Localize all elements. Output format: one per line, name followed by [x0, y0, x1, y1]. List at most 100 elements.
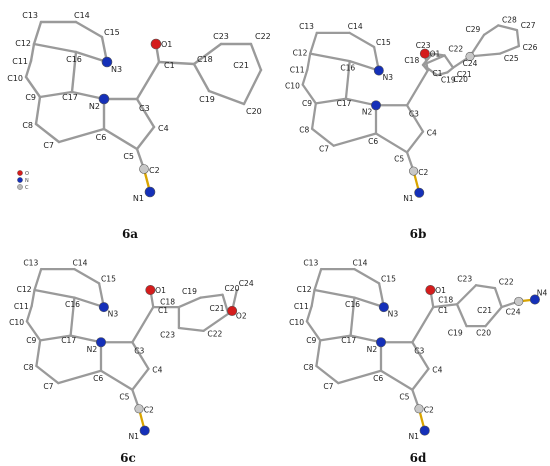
atom-o1: [425, 284, 436, 296]
bond: [34, 95, 42, 126]
atom-label-c10: C10: [7, 74, 23, 83]
atom-label-c19: C19: [182, 287, 197, 296]
bond: [379, 369, 414, 391]
atom-label-c24: C24: [463, 59, 478, 68]
atom-label-c12: C12: [293, 48, 308, 57]
bond: [57, 127, 106, 144]
atom-label-c4: C4: [427, 128, 437, 137]
bond: [468, 52, 502, 58]
bond: [73, 296, 105, 309]
atom-label-c18: C18: [404, 56, 419, 65]
atom-label-c23: C23: [160, 331, 175, 340]
atom-label-c3: C3: [134, 347, 144, 356]
atom-label-n2: N2: [89, 102, 100, 111]
atom-n2: [98, 93, 110, 105]
atom-label-c21: C21: [210, 304, 225, 313]
bond: [315, 364, 340, 385]
atom-label-c1: C1: [432, 69, 442, 78]
bond: [310, 288, 316, 308]
atom-c2: [409, 166, 419, 176]
bond: [374, 132, 409, 154]
atom-label-c6: C6: [368, 137, 378, 146]
atom-label-c12: C12: [297, 285, 312, 294]
bond: [337, 369, 383, 385]
element-key: ONC: [17, 170, 29, 191]
atom-label-c23: C23: [416, 41, 431, 50]
bond: [39, 334, 72, 342]
atom-label-c3: C3: [409, 110, 419, 119]
atom-label-o1: O1: [435, 286, 446, 295]
bond: [421, 52, 434, 67]
atom-n3: [378, 302, 389, 313]
bond: [192, 42, 223, 66]
atom-label-c20: C20: [225, 284, 240, 293]
bond: [498, 44, 521, 55]
bond: [332, 132, 378, 147]
atom-label-c6: C6: [93, 374, 103, 383]
bond: [431, 52, 446, 57]
bond: [405, 69, 429, 107]
atom-label-c11: C11: [294, 302, 309, 311]
bond: [421, 63, 439, 77]
atom-label-c22: C22: [499, 277, 514, 286]
atom-label-c4: C4: [152, 366, 162, 375]
bond: [313, 267, 323, 292]
atom-label-c6: C6: [373, 374, 383, 383]
bond: [25, 305, 33, 323]
atom-label-c22: C22: [207, 330, 222, 339]
atom-label-c18: C18: [197, 55, 213, 64]
atom-label-c19: C19: [199, 95, 215, 104]
bond: [405, 130, 425, 154]
bond: [432, 303, 459, 309]
atom-label-c13: C13: [23, 258, 38, 267]
atom-c24: [465, 51, 475, 61]
atom-label-c4: C4: [158, 124, 169, 133]
bond: [348, 59, 380, 72]
atom-label-c8: C8: [22, 121, 33, 130]
atom-label-c8: C8: [303, 363, 313, 372]
atom-label-c5: C5: [399, 392, 409, 401]
bond: [353, 267, 381, 285]
atom-label-c17: C17: [62, 93, 78, 102]
atom-label-c3: C3: [414, 347, 424, 356]
atom-n1: [144, 186, 156, 198]
bond: [411, 367, 430, 391]
atom-c2: [414, 404, 424, 414]
atom-label-c10: C10: [285, 81, 300, 90]
atom-label-c13: C13: [22, 11, 38, 20]
atom-n1: [414, 187, 425, 198]
bond: [57, 369, 103, 385]
atom-label-c17: C17: [61, 336, 76, 345]
atom-label-c19: C19: [448, 329, 463, 338]
key-n-label: N: [25, 178, 29, 184]
atom-label-n3: N3: [108, 310, 119, 319]
bond: [177, 296, 202, 309]
atom-label-n1: N1: [403, 194, 414, 203]
atom-label-c17: C17: [337, 99, 352, 108]
bond: [135, 60, 161, 101]
bond: [411, 341, 430, 370]
atom-label-c16: C16: [65, 300, 80, 309]
bond: [344, 59, 351, 100]
bond: [474, 284, 497, 290]
atom-label-c11: C11: [12, 57, 28, 66]
atom-label-c9: C9: [25, 93, 36, 102]
bond: [301, 83, 317, 105]
bond: [348, 31, 376, 49]
atom-label-c21: C21: [233, 61, 249, 70]
bond: [135, 125, 156, 151]
bond: [70, 50, 78, 94]
atom-label-c21: C21: [457, 70, 472, 79]
bond: [306, 52, 312, 71]
atom-label-c27: C27: [521, 21, 536, 30]
atom-n4: [529, 294, 540, 305]
bond: [344, 97, 378, 107]
bond: [25, 320, 42, 342]
panel-label-6a: 6a: [122, 227, 138, 241]
bond: [421, 54, 446, 67]
atom-label-c7: C7: [43, 141, 54, 150]
